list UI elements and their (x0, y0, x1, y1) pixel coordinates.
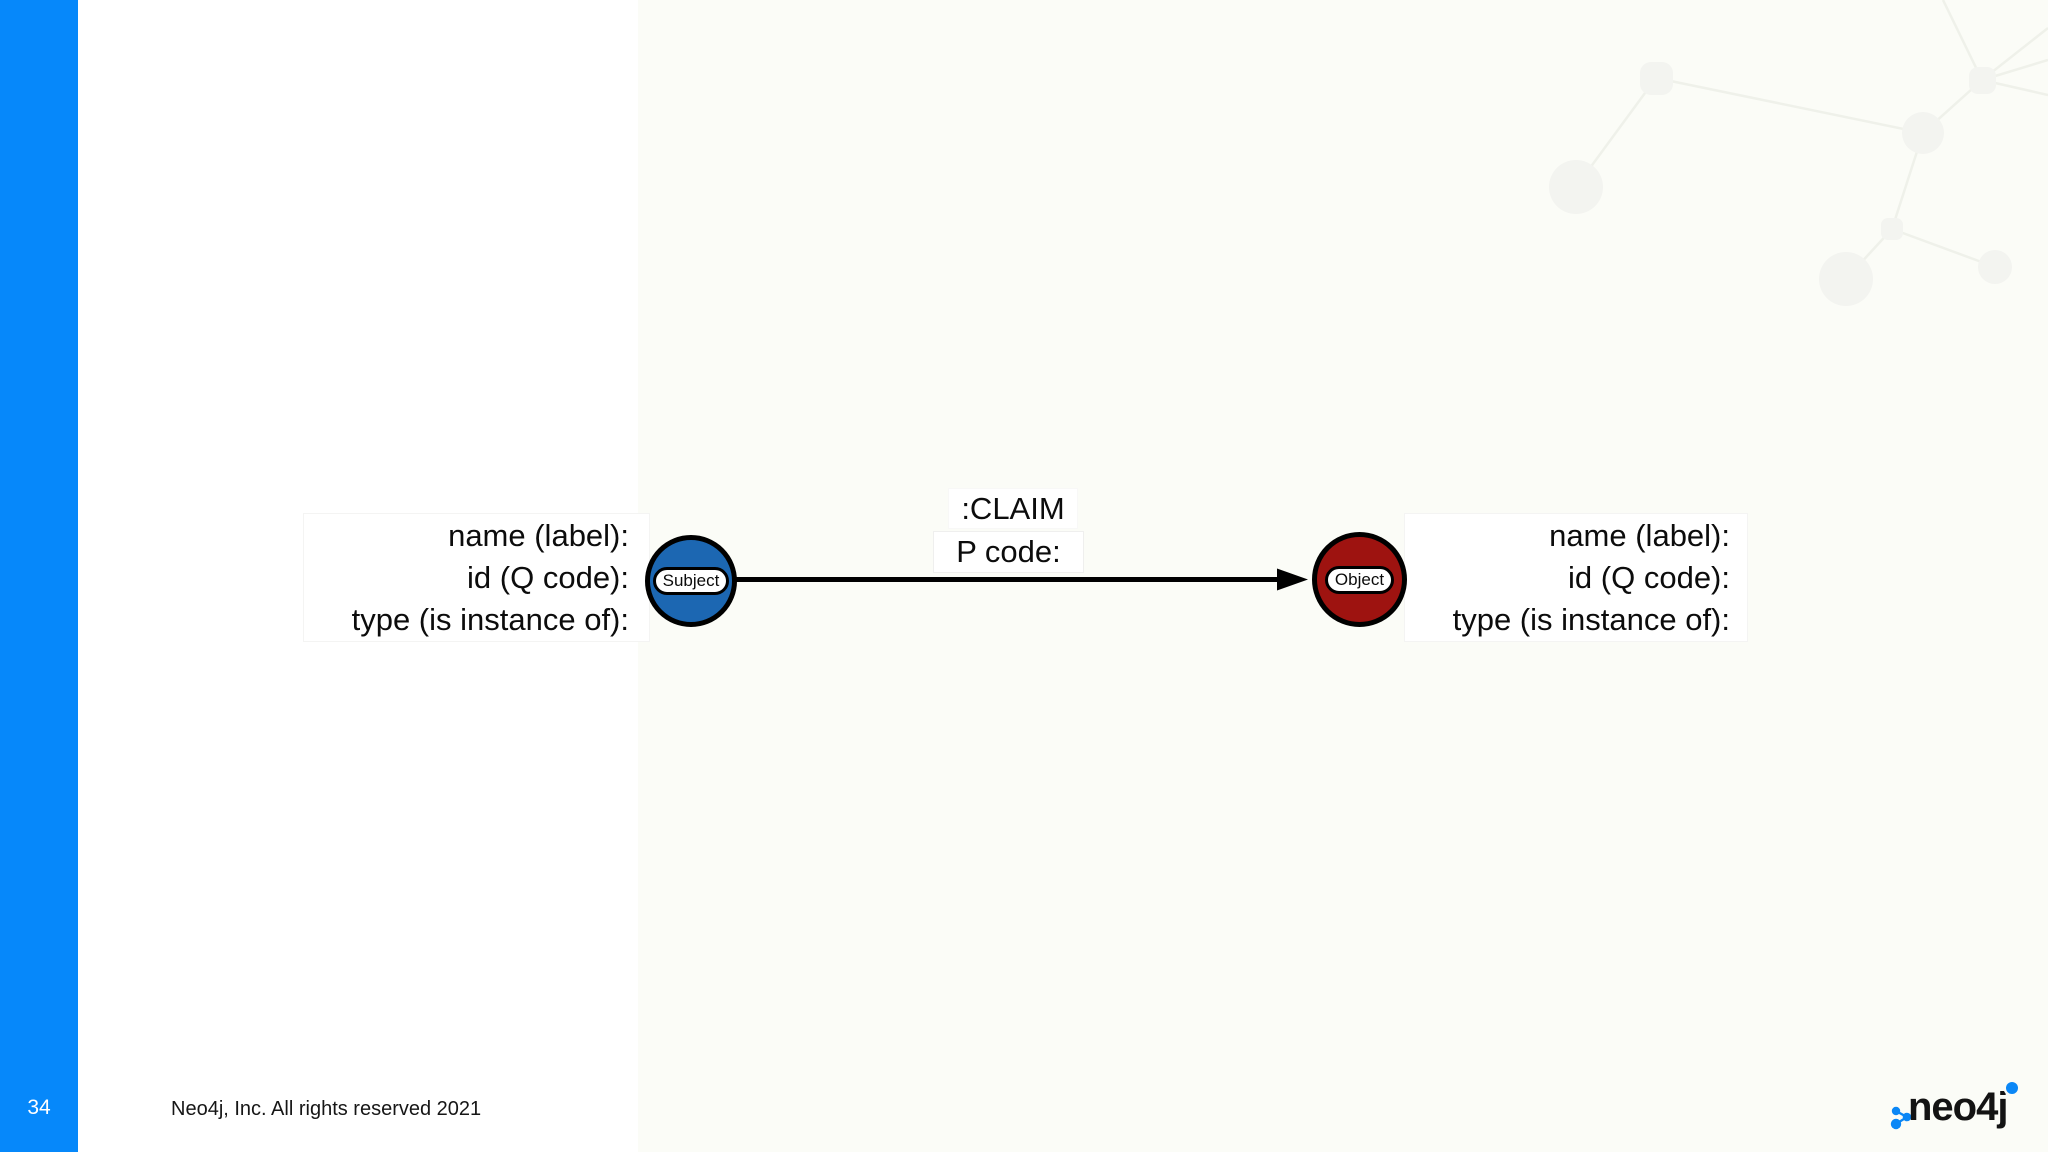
subject-property-type: type (is instance of): (351, 602, 629, 637)
background-network-icon (1549, 0, 2048, 306)
page-number: 34 (27, 1096, 51, 1119)
sidebar-strip (0, 0, 78, 1152)
object-property-type: type (is instance of): (1452, 602, 1730, 637)
subject-property-id: id (Q code): (467, 560, 629, 595)
object-property-id: id (Q code): (1568, 560, 1730, 595)
subject-node: Subject (645, 535, 737, 627)
object-node: Object (1312, 532, 1407, 627)
subject-properties-box: name (label): id (Q code): type (is inst… (303, 513, 650, 642)
claim-arrow-icon (735, 568, 1308, 591)
neo4j-graph-icon (1890, 1106, 1912, 1130)
relationship-type-label: :CLAIM (948, 488, 1078, 529)
neo4j-logo: neo4j (1878, 1078, 2038, 1138)
neo4j-logo-j-dot-icon (2006, 1082, 2018, 1094)
neo4j-logo-text: neo4j (1908, 1085, 2008, 1129)
object-property-name: name (label): (1549, 518, 1730, 553)
subject-property-name: name (label): (448, 518, 629, 553)
object-node-label: Object (1324, 565, 1395, 594)
relationship-property-label: P code: (933, 531, 1084, 573)
subject-node-label: Subject (652, 567, 730, 595)
object-properties-box: name (label): id (Q code): type (is inst… (1404, 513, 1748, 642)
footer-copyright: Neo4j, Inc. All rights reserved 2021 (171, 1098, 482, 1120)
